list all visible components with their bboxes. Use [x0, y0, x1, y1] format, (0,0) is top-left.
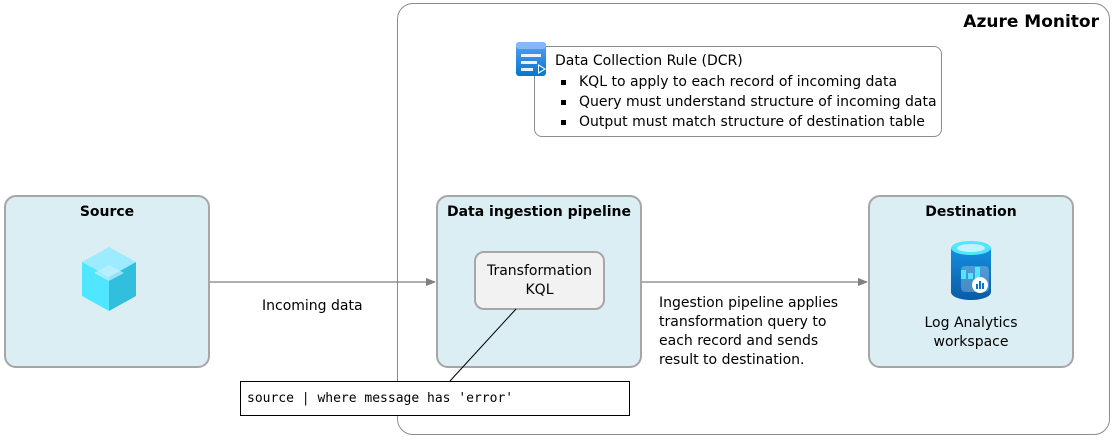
- source-box: Source: [4, 195, 210, 368]
- pipeline-description-line: result to destination.: [659, 352, 805, 368]
- transformation-label: Transformation: [486, 263, 593, 279]
- data-collection-rule-icon: [516, 42, 546, 76]
- destination-label-line: workspace: [933, 334, 1009, 350]
- destination-label: Log Analytics workspace: [868, 314, 1074, 352]
- dcr-list-item: Output must match structure of destinati…: [561, 112, 937, 132]
- pipeline-description-line: each record and sends: [659, 333, 819, 349]
- kql-label: KQL: [525, 282, 554, 298]
- transformation-kql-box: Transformation KQL: [474, 251, 605, 310]
- kql-query-box: source | where message has 'error': [240, 381, 630, 416]
- dcr-list-item: KQL to apply to each record of incoming …: [561, 72, 937, 92]
- pipeline-description-line: transformation query to: [659, 314, 827, 330]
- azure-monitor-title: Azure Monitor: [963, 12, 1099, 32]
- source-title: Source: [79, 204, 135, 220]
- pipeline-description: Ingestion pipeline applies transformatio…: [659, 294, 849, 370]
- dcr-list-item: Query must understand structure of incom…: [561, 92, 937, 112]
- dcr-list: KQL to apply to each record of incoming …: [561, 72, 937, 132]
- log-analytics-workspace-icon: [951, 241, 991, 300]
- pipeline-description-line: Ingestion pipeline applies: [659, 295, 839, 311]
- destination-label-line: Log Analytics: [924, 315, 1018, 331]
- destination-title: Destination: [925, 204, 1017, 220]
- dcr-title: Data Collection Rule (DCR): [555, 53, 743, 69]
- incoming-data-label: Incoming data: [262, 298, 363, 314]
- destination-box: Destination: [868, 195, 1074, 368]
- dcr-box: Data Collection Rule (DCR) KQL to apply …: [534, 46, 942, 137]
- pipeline-title: Data ingestion pipeline: [446, 204, 632, 220]
- cube-icon: [82, 247, 136, 311]
